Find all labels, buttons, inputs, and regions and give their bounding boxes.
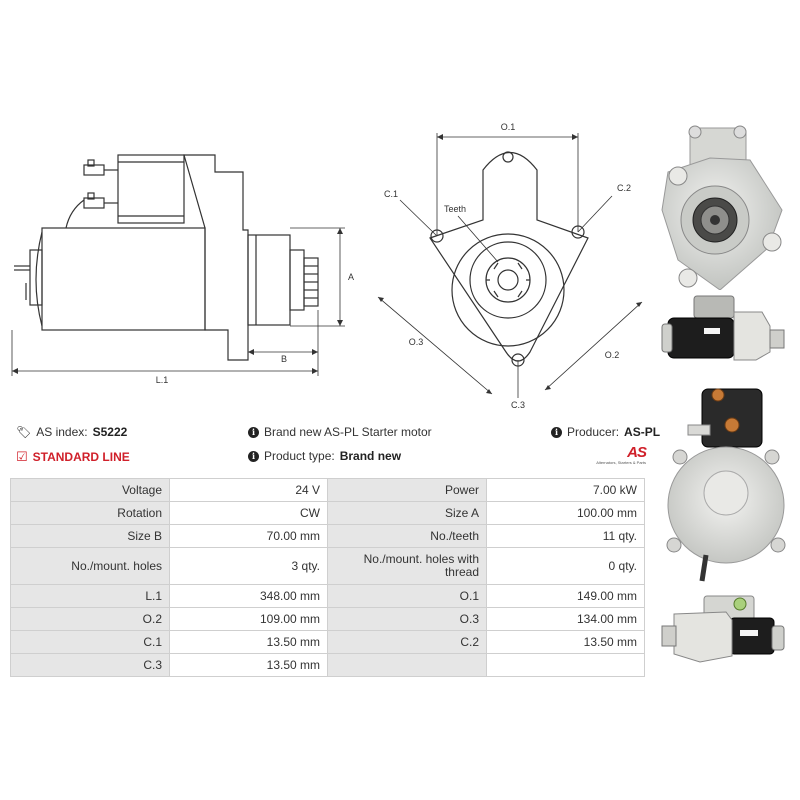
- producer-value: AS-PL: [624, 425, 661, 439]
- spec-label: O.1: [327, 584, 487, 608]
- spec-value: 109.00 mm: [169, 607, 328, 631]
- label-o3: O.3: [409, 337, 424, 347]
- spec-label: O.2: [10, 607, 170, 631]
- product-type-value: Brand new: [339, 449, 402, 463]
- product-photo-side-1[interactable]: [660, 290, 790, 370]
- as-index-label: AS index:: [36, 425, 88, 439]
- producer-row: i Producer: AS-PL: [551, 425, 660, 439]
- spec-value: 3 qty.: [169, 547, 328, 585]
- checkbox-checked-icon: ☑: [16, 449, 28, 464]
- standard-line-label: STANDARD LINE: [32, 450, 130, 464]
- producer-label: Producer:: [567, 425, 620, 439]
- logo-tagline: Alternators, Starters & Parts: [596, 460, 646, 465]
- spec-label: C.3: [10, 653, 170, 677]
- spec-value: 348.00 mm: [169, 584, 328, 608]
- spec-value: 149.00 mm: [486, 584, 645, 608]
- spec-value: 13.50 mm: [486, 630, 645, 654]
- spec-value: [486, 653, 645, 677]
- spec-value: 7.00 kW: [486, 478, 645, 502]
- spec-label: No./mount. holes: [10, 547, 170, 585]
- product-photo-front[interactable]: [660, 120, 790, 295]
- spec-value: 24 V: [169, 478, 328, 502]
- as-index-value: S5222: [92, 425, 128, 439]
- label-b: B: [281, 354, 287, 364]
- label-c2: C.2: [617, 183, 631, 193]
- label-o1: O.1: [501, 122, 516, 132]
- spec-value: 70.00 mm: [169, 524, 328, 548]
- label-c3: C.3: [511, 400, 525, 410]
- as-pl-logo: AS Alternators, Starters & Parts: [584, 444, 647, 466]
- spec-label: Size A: [327, 501, 487, 525]
- label-a: A: [348, 272, 354, 282]
- description-row: i Brand new AS-PL Starter motor: [248, 425, 432, 439]
- logo-mark: AS: [627, 444, 647, 461]
- spec-label: Power: [327, 478, 487, 502]
- product-type-row: i Product type: Brand new: [248, 449, 401, 463]
- label-o2: O.2: [605, 350, 620, 360]
- info-icon: i: [551, 426, 562, 438]
- spec-label: L.1: [10, 584, 170, 608]
- spec-label: O.3: [327, 607, 487, 631]
- product-photo-rear[interactable]: [660, 385, 790, 585]
- spec-label: No./mount. holes with thread: [327, 547, 487, 585]
- spec-label: C.1: [10, 630, 170, 654]
- as-index-row: 🏷︎ AS index: S5222: [16, 425, 127, 439]
- flange-view-drawing: O.1 C.1 C.2 Teeth O.3 O.2 C.3: [377, 122, 643, 410]
- label-l1: L.1: [156, 375, 169, 385]
- spec-label: Rotation: [10, 501, 170, 525]
- spec-label: Voltage: [10, 478, 170, 502]
- label-teeth: Teeth: [444, 204, 466, 214]
- tags-icon: 🏷︎: [16, 425, 32, 439]
- product-photo-side-2[interactable]: [660, 590, 790, 670]
- spec-value: 13.50 mm: [169, 653, 328, 677]
- spec-label: No./teeth: [327, 524, 487, 548]
- label-c1: C.1: [384, 189, 398, 199]
- spec-value: CW: [169, 501, 328, 525]
- side-view-drawing: L.1 B A: [11, 154, 354, 385]
- spec-value: 11 qty.: [486, 524, 645, 548]
- product-type-label: Product type:: [264, 449, 335, 463]
- spec-value: 0 qty.: [486, 547, 645, 585]
- spec-label: C.2: [327, 630, 487, 654]
- standard-line-row: ☑ STANDARD LINE: [16, 449, 130, 465]
- spec-label: [327, 653, 487, 677]
- spec-value: 134.00 mm: [486, 607, 645, 631]
- spec-value: 100.00 mm: [486, 501, 645, 525]
- description-text: Brand new AS-PL Starter motor: [264, 425, 432, 439]
- info-icon: i: [248, 450, 259, 462]
- spec-value: 13.50 mm: [169, 630, 328, 654]
- spec-label: Size B: [10, 524, 170, 548]
- info-icon: i: [248, 426, 259, 438]
